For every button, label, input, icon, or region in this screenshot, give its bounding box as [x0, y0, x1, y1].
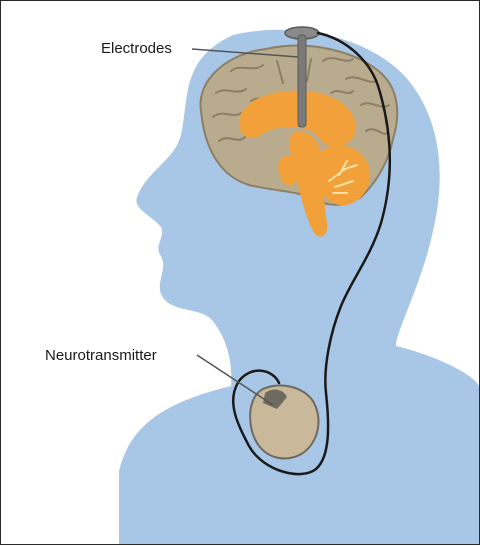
electrode-shaft [298, 35, 306, 127]
neurotransmitter-label: Neurotransmitter [45, 347, 157, 364]
electrodes-label: Electrodes [101, 40, 172, 57]
